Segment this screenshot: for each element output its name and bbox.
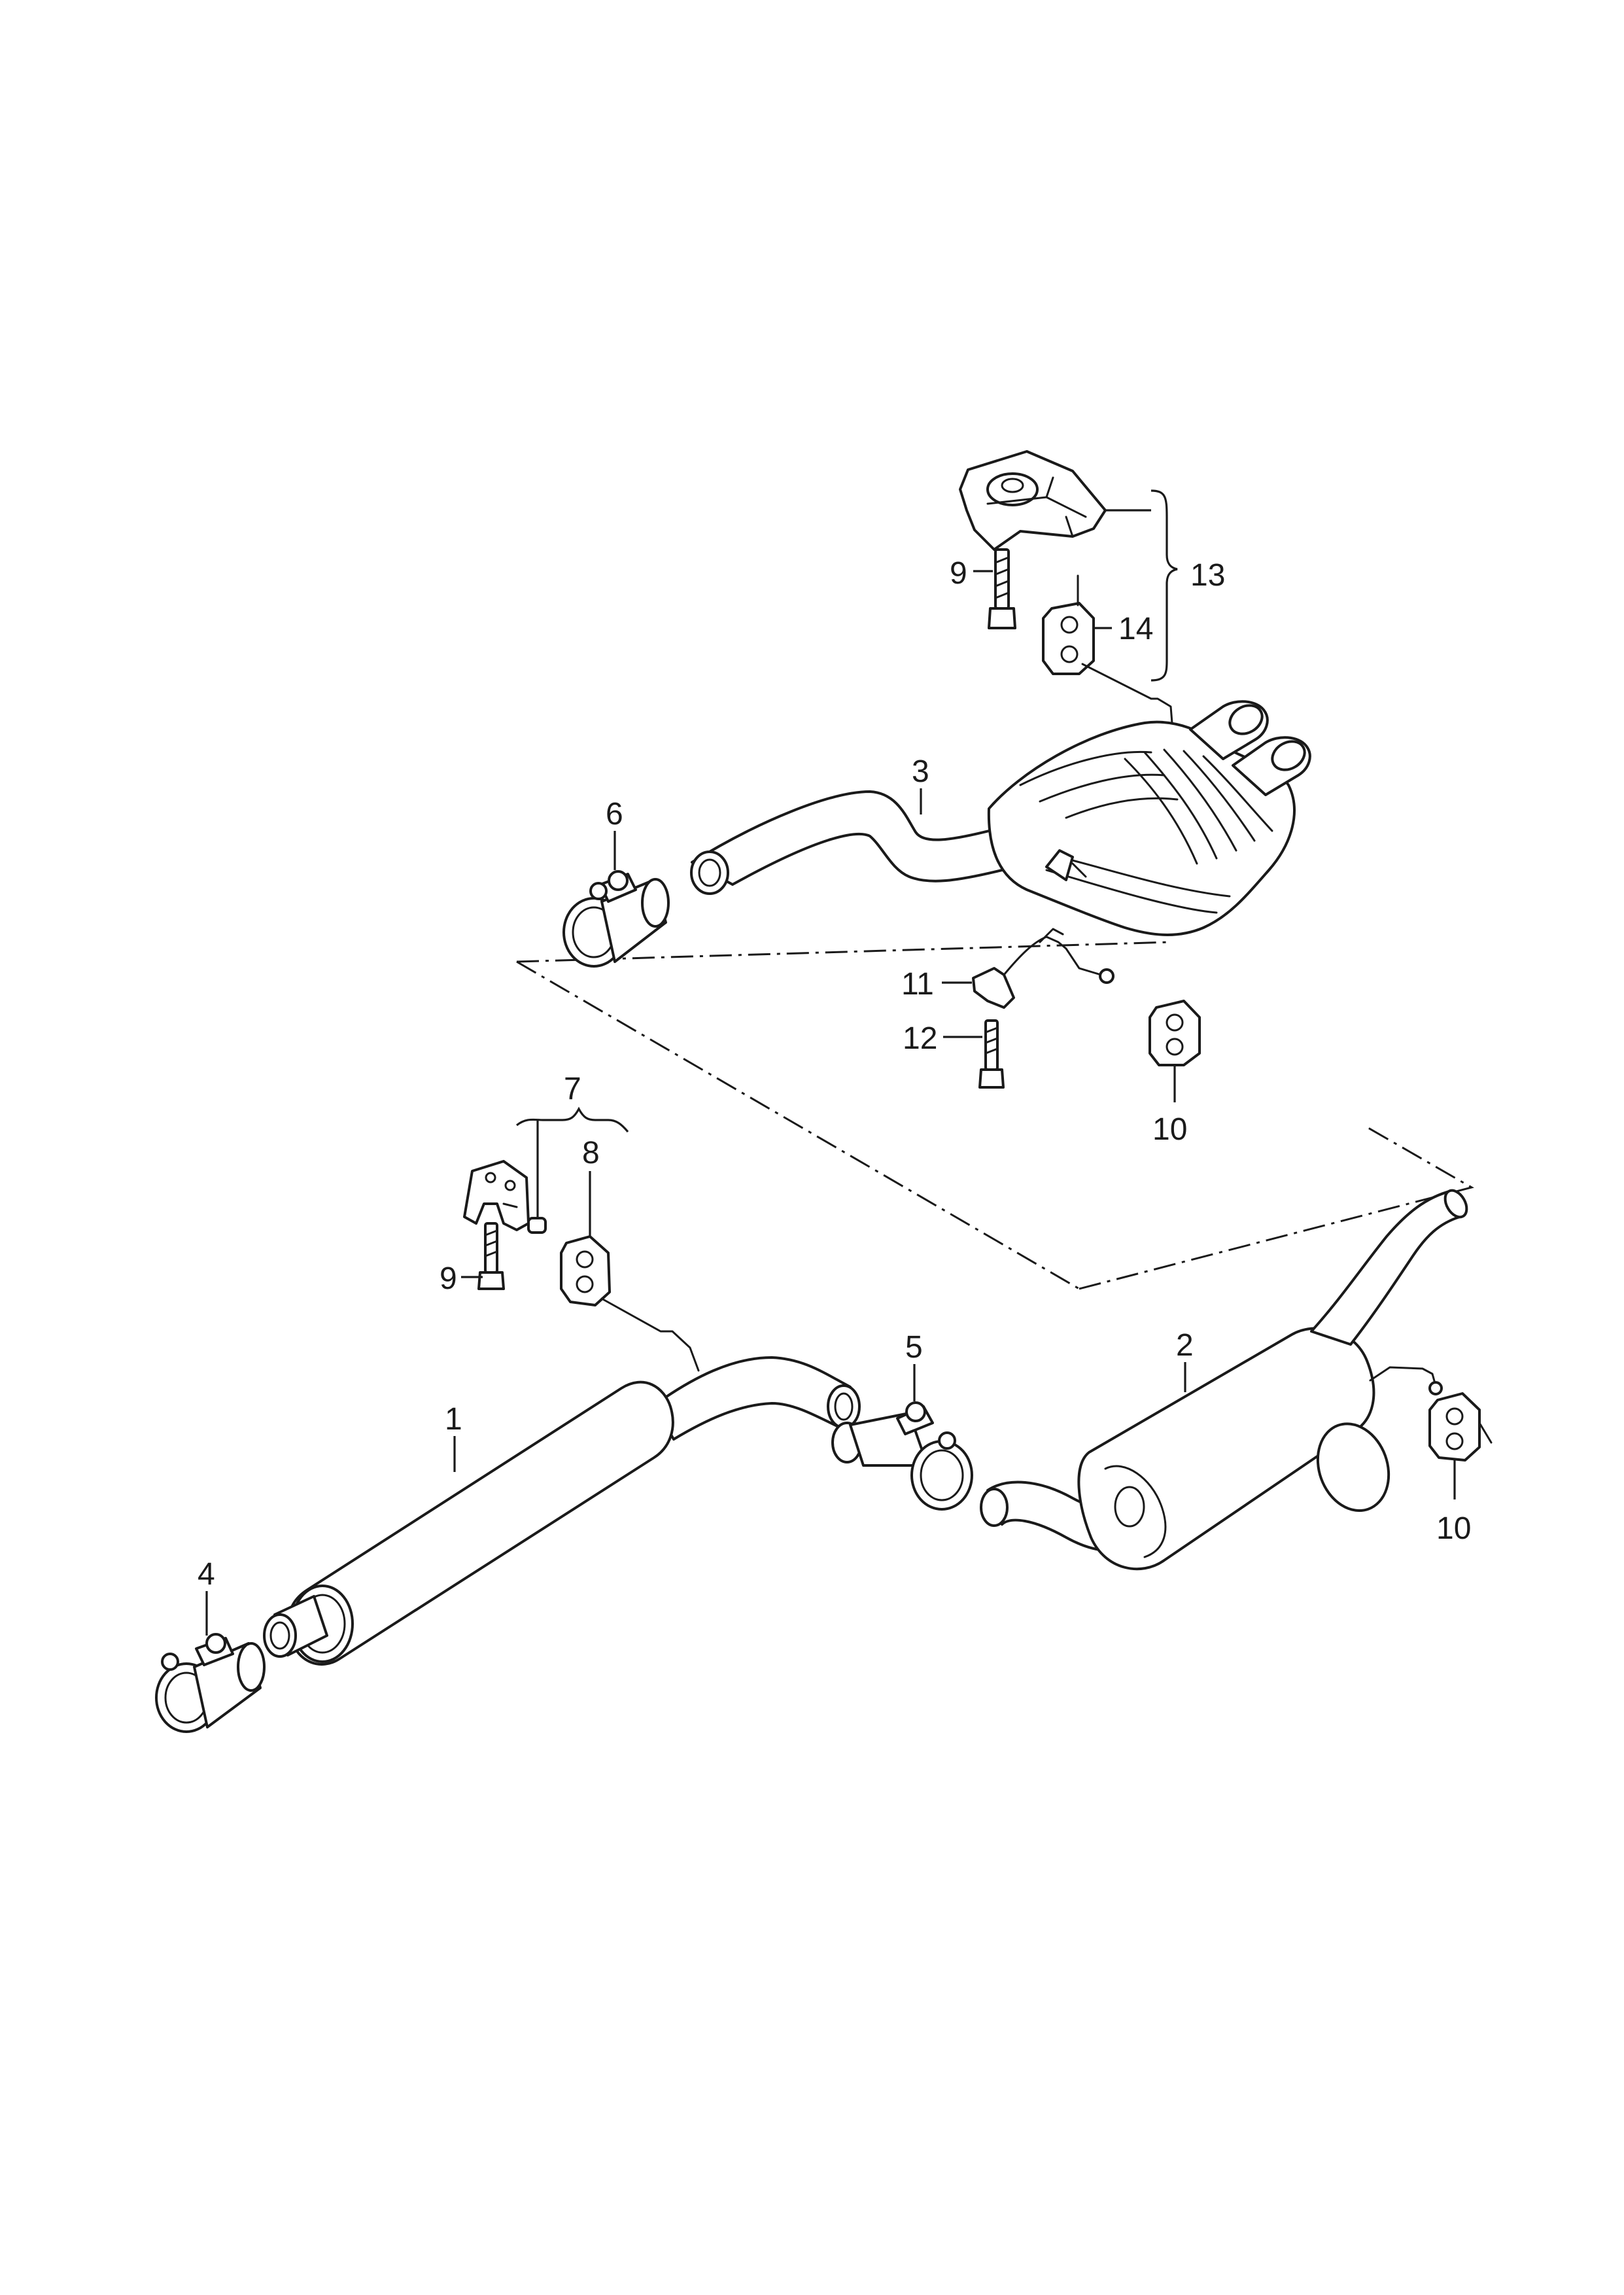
hanger-rod-upper: [1081, 663, 1173, 724]
callout-labels: 13 14 9 3 6 11 12 10 7 8 9 1 5 2 4 10: [198, 556, 1471, 1592]
front-silencer-1: [263, 1356, 861, 1666]
bolt-12: [978, 1019, 1005, 1089]
leader-lines: [205, 489, 1456, 1636]
rubber-mount-10-upper: [1149, 1000, 1201, 1066]
rubber-mount-14: [1042, 574, 1095, 675]
rubber-mount-10-lower: [1428, 1392, 1493, 1462]
hanger-rod-lower: [600, 1297, 700, 1372]
leader-7-brace: [516, 1106, 629, 1133]
middle-silencer-2: [980, 1189, 1468, 1571]
leader-13-brace: [1150, 489, 1178, 682]
callout-10-upper: 10: [1152, 1112, 1187, 1147]
callout-13: 13: [1190, 558, 1225, 593]
callout-3: 3: [912, 754, 929, 789]
callout-2: 2: [1176, 1328, 1194, 1363]
callout-10-lower: 10: [1436, 1511, 1471, 1546]
rubber-mount-8: [560, 1235, 611, 1306]
clamp-4: [155, 1633, 266, 1733]
hanger-11: [972, 928, 1114, 1009]
callout-14: 14: [1118, 612, 1153, 646]
callout-12: 12: [903, 1021, 937, 1056]
bolt-9-upper: [988, 548, 1016, 629]
callout-6: 6: [606, 797, 623, 832]
connection-line-right: [1079, 1124, 1474, 1290]
clamp-6: [562, 870, 670, 968]
connection-line-left: [516, 960, 1080, 1290]
hanger-bracket-13: [959, 450, 1107, 551]
callout-4: 4: [198, 1557, 215, 1592]
hanger-bracket-7: [463, 1160, 547, 1234]
clamp-5: [831, 1401, 973, 1511]
callout-7: 7: [564, 1072, 581, 1106]
bolt-9-lower: [477, 1222, 505, 1290]
callout-9-upper: 9: [950, 556, 967, 591]
callout-11: 11: [901, 967, 934, 1002]
callout-9-lower: 9: [440, 1261, 457, 1296]
callout-5: 5: [905, 1330, 923, 1365]
callout-1: 1: [445, 1402, 462, 1437]
callout-8: 8: [582, 1136, 600, 1170]
rear-silencer-3: [690, 700, 1311, 936]
